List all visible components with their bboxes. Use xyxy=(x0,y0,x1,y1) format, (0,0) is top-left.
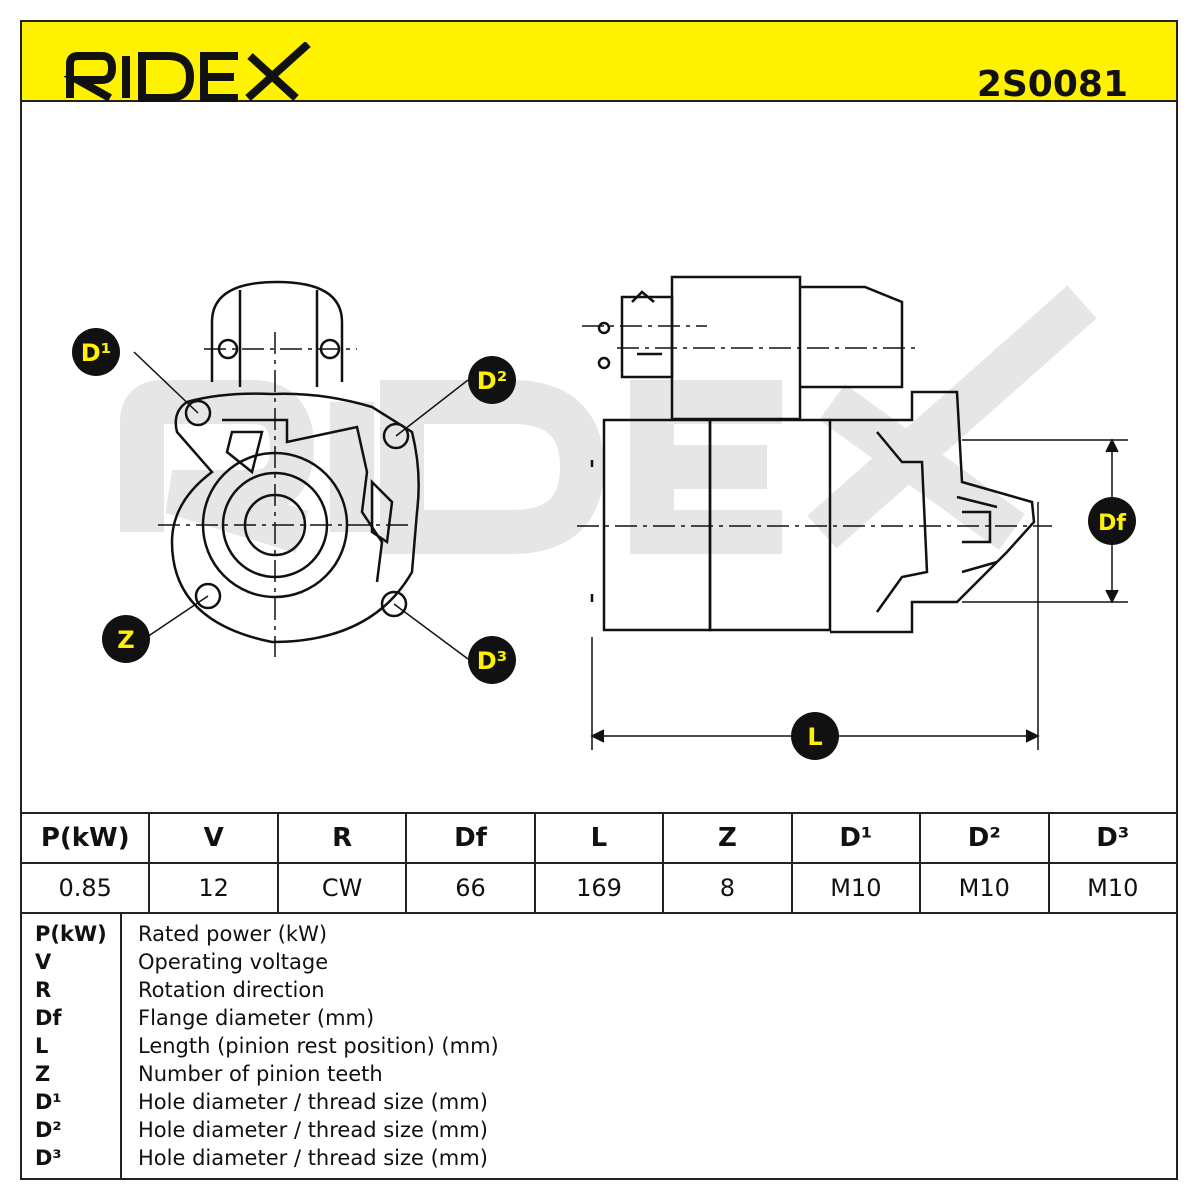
leader-lines xyxy=(133,351,469,660)
specs-header-cell: D² xyxy=(919,812,1050,864)
legend-symbol: D¹ xyxy=(35,1090,62,1114)
legend-symbol: D³ xyxy=(35,1146,62,1170)
legend-row: V Operating voltage xyxy=(22,950,1172,978)
legend-row: R Rotation direction xyxy=(22,978,1172,1006)
specs-header-cell: Z xyxy=(662,812,793,864)
callout-d1-label: D¹ xyxy=(81,339,111,367)
specs-value-cell: 66 xyxy=(405,862,536,914)
callout-df: Df xyxy=(1088,497,1136,545)
legend-description: Operating voltage xyxy=(138,950,329,974)
watermark-logo xyxy=(120,285,1097,554)
legend-description: Length (pinion rest position) (mm) xyxy=(138,1034,499,1058)
legend-symbol: Df xyxy=(35,1006,62,1030)
specs-value-cell: 8 xyxy=(662,862,793,914)
part-number: 2S0081 xyxy=(976,64,1128,105)
legend-symbol: L xyxy=(35,1034,49,1058)
callout-z-label: Z xyxy=(117,626,134,654)
callout-l-label: L xyxy=(807,723,822,751)
legend-symbol: P(kW) xyxy=(35,922,107,946)
specs-value-cell: 169 xyxy=(533,862,665,914)
legend-description: Hole diameter / thread size (mm) xyxy=(138,1090,488,1114)
side-view xyxy=(590,275,1036,634)
specs-header-cell: D¹ xyxy=(790,812,922,864)
legend-description: Hole diameter / thread size (mm) xyxy=(138,1118,488,1142)
legend-row: Z Number of pinion teeth xyxy=(22,1062,1172,1090)
legend-box: P(kW) Rated power (kW) V Operating volta… xyxy=(20,912,1178,1180)
legend-description: Rated power (kW) xyxy=(138,922,328,946)
callout-z: Z xyxy=(102,615,150,663)
legend-row: D² Hole diameter / thread size (mm) xyxy=(22,1118,1172,1146)
legend-symbol: Z xyxy=(35,1062,51,1086)
starter-motor-drawing xyxy=(120,275,1128,750)
specs-header-cell: D³ xyxy=(1047,812,1178,864)
callout-layer: D¹ D² Z D³ Df L xyxy=(72,328,1136,760)
legend-row: D³ Hole diameter / thread size (mm) xyxy=(22,1146,1172,1174)
legend-symbol: V xyxy=(35,950,52,974)
specs-header-cell: P(kW) xyxy=(19,812,151,864)
legend-row: Df Flange diameter (mm) xyxy=(22,1006,1172,1034)
specs-value-cell: 0.85 xyxy=(19,862,151,914)
specs-table: P(kW) V R Df L Z D¹ D² D³ 0.85 12 CW 66 … xyxy=(19,812,1178,914)
legend-symbol: D² xyxy=(35,1118,62,1142)
side-view-centerlines xyxy=(577,325,1052,527)
legend-description: Number of pinion teeth xyxy=(138,1062,383,1086)
callout-d3: D³ xyxy=(468,636,516,684)
specs-header-cell: Df xyxy=(405,812,536,864)
specs-value-cell: M10 xyxy=(919,862,1050,914)
legend-symbol: R xyxy=(35,978,52,1002)
brand-logo xyxy=(62,41,314,110)
legend-description: Rotation direction xyxy=(138,978,325,1002)
technical-drawing: D¹ D² Z D³ Df L xyxy=(22,102,1176,812)
specs-value-cell: CW xyxy=(276,862,408,914)
legend-description: Hole diameter / thread size (mm) xyxy=(138,1146,488,1170)
specs-header-cell: V xyxy=(148,812,279,864)
callout-df-label: Df xyxy=(1098,511,1126,536)
callout-d3-label: D³ xyxy=(477,647,507,675)
specs-header-cell: L xyxy=(533,812,665,864)
callout-d2-label: D² xyxy=(477,367,507,395)
front-view-centerlines xyxy=(158,332,412,657)
specs-value-row: 0.85 12 CW 66 169 8 M10 M10 M10 xyxy=(19,862,1178,914)
specs-value-cell: 12 xyxy=(148,862,279,914)
specs-value-cell: M10 xyxy=(790,862,922,914)
header-bar: 2S0081 xyxy=(22,22,1176,105)
callout-d2: D² xyxy=(468,356,516,404)
ridex-logo-icon xyxy=(62,41,311,102)
specs-value-cell: M10 xyxy=(1047,862,1178,914)
callout-d1: D¹ xyxy=(72,328,120,376)
legend-description: Flange diameter (mm) xyxy=(138,1006,375,1030)
legend-divider xyxy=(120,912,122,1178)
legend-row: L Length (pinion rest position) (mm) xyxy=(22,1034,1172,1062)
specs-header-cell: R xyxy=(276,812,408,864)
legend-row: D¹ Hole diameter / thread size (mm) xyxy=(22,1090,1172,1118)
callout-l: L xyxy=(791,712,839,760)
specs-header-row: P(kW) V R Df L Z D¹ D² D³ xyxy=(19,812,1178,864)
legend-row: P(kW) Rated power (kW) xyxy=(22,922,1172,950)
